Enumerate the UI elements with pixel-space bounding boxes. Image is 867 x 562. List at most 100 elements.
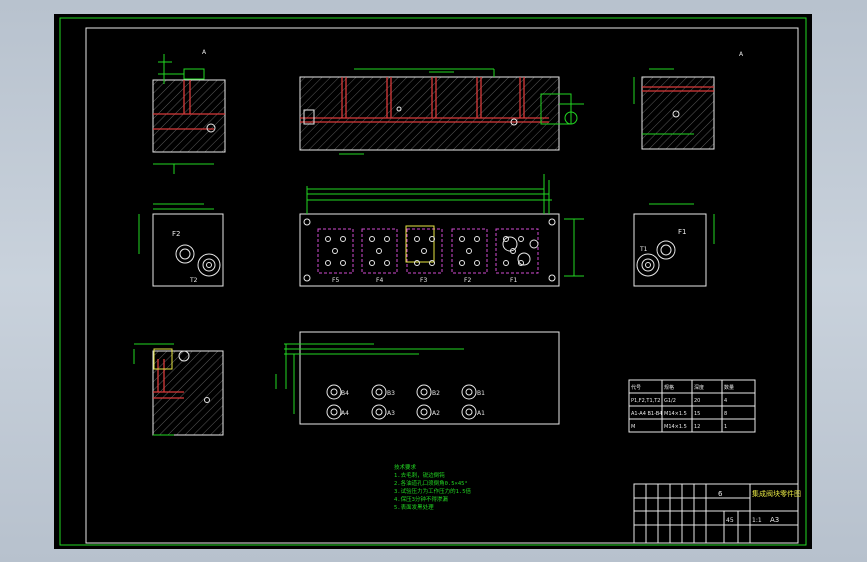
top-right-view: A [633, 51, 744, 150]
spec-table-cell: 代号 [631, 384, 641, 391]
port-hole [461, 404, 477, 420]
port-hole [465, 408, 473, 416]
svg-text:T1: T1 [639, 246, 648, 253]
bottom-port-holes [326, 384, 477, 420]
port-hole [325, 236, 331, 242]
port-hole [502, 236, 518, 252]
note-line: 1.去毛刺，锐边倒钝 [394, 471, 445, 479]
port-hole [503, 236, 509, 242]
port-hole [465, 388, 473, 396]
port-hole [332, 248, 338, 254]
note-line: 3.试验压力为工作压力的1.5倍 [394, 487, 472, 495]
drawing-title: 集成阀块零件图 [752, 489, 801, 498]
top-center-section-view [299, 68, 584, 155]
note-line: 2.各油道孔口须倒角0.5×45° [394, 479, 468, 487]
port-hole [459, 236, 465, 242]
spec-table-cell: P1,F2,T1,T2 [631, 398, 661, 404]
note-line: 技术要求 [394, 463, 417, 471]
port-label-a1: A1 [477, 410, 485, 417]
port-hole [518, 236, 524, 242]
port-label-b3: B3 [387, 390, 395, 397]
port-label-a3: A3 [387, 410, 395, 417]
section-mark-top-left: A [202, 49, 207, 56]
outer-frame [59, 17, 807, 546]
port-hole [376, 248, 382, 254]
middle-right-view: F1 T1 [633, 203, 715, 287]
port-label-f5: F5 [332, 277, 339, 284]
port-hole [420, 388, 428, 396]
top-left-view: A [152, 49, 226, 174]
port-hole [466, 248, 472, 254]
port-hole [414, 236, 420, 242]
note-line: 4.保压3分钟不得渗漏 [394, 495, 448, 503]
spec-table-cell: M [631, 424, 635, 430]
port-hole [330, 408, 338, 416]
port-hole [330, 388, 338, 396]
svg-text:T2: T2 [189, 277, 198, 284]
port-hole [371, 404, 387, 420]
port-hole [375, 388, 383, 396]
spec-table-cell: 8 [724, 411, 727, 417]
port-hole [414, 260, 420, 266]
scale-value: 1:1 [752, 517, 762, 524]
cad-drawing: A A [59, 17, 807, 546]
port-label-a4: A4 [341, 410, 349, 417]
title-block: 6 集成阀块零件图 A3 1:1 45 [633, 483, 801, 544]
title-number: 6 [718, 490, 723, 498]
port-hole [375, 408, 383, 416]
spec-table-cell: M14×1.5 [664, 411, 687, 417]
port-hole [474, 236, 480, 242]
port-hole [459, 260, 465, 266]
note-line: 5.表面发黑处理 [394, 503, 434, 511]
spec-table-cell: A1-A4 B1-B4 [631, 411, 662, 417]
port-hole [420, 408, 428, 416]
valve-port-holes [325, 236, 539, 266]
port-label-f1: F1 [510, 277, 517, 284]
port-label-f3: F3 [420, 277, 427, 284]
port-label-b2: B2 [432, 390, 440, 397]
svg-text:A: A [739, 51, 744, 58]
drawing-sheet: A A [54, 14, 812, 549]
port-hole [518, 260, 524, 266]
spec-table-cell: 4 [724, 398, 727, 404]
port-hole [326, 384, 342, 400]
svg-text:F1: F1 [678, 228, 686, 236]
port-hole [416, 384, 432, 400]
port-hole [429, 260, 435, 266]
sheet-size: A3 [770, 516, 779, 524]
spec-table-cell: 数量 [724, 384, 734, 391]
spec-table-cell: M14×1.5 [664, 424, 687, 430]
port-hole [369, 260, 375, 266]
port-hole [421, 248, 427, 254]
bottom-left-view [133, 343, 224, 436]
port-hole [503, 260, 509, 266]
spec-table-cell: G1/2 [664, 398, 676, 404]
port-hole [474, 260, 480, 266]
port-label-a2: A2 [432, 410, 440, 417]
spec-table-cell: 15 [694, 411, 700, 417]
port-label-b1: B1 [477, 390, 485, 397]
port-hole [325, 260, 331, 266]
port-hole [384, 236, 390, 242]
spec-table-cell: 12 [694, 424, 700, 430]
port-hole [416, 404, 432, 420]
port-hole [517, 252, 531, 266]
port-label-f2: F2 [464, 277, 471, 284]
port-label-b4: B4 [341, 390, 349, 397]
port-hole [326, 404, 342, 420]
spec-table-cell: 1 [724, 424, 727, 430]
port-hole [461, 384, 477, 400]
spec-table-cell: 20 [694, 398, 700, 404]
spec-table-cell: 规格 [664, 384, 674, 391]
port-hole [529, 239, 539, 249]
material-value: 45 [726, 517, 734, 524]
bottom-center-view: B4 B3 B2 B1 A4 A3 A2 A1 [275, 331, 560, 425]
middle-front-view: F5 F4 F3 F2 F1 [299, 174, 584, 287]
port-hole [371, 384, 387, 400]
svg-text:F2: F2 [172, 230, 180, 238]
port-hole [340, 260, 346, 266]
port-hole [369, 236, 375, 242]
spec-table-cell: 深度 [694, 384, 704, 391]
inner-frame [85, 27, 799, 544]
